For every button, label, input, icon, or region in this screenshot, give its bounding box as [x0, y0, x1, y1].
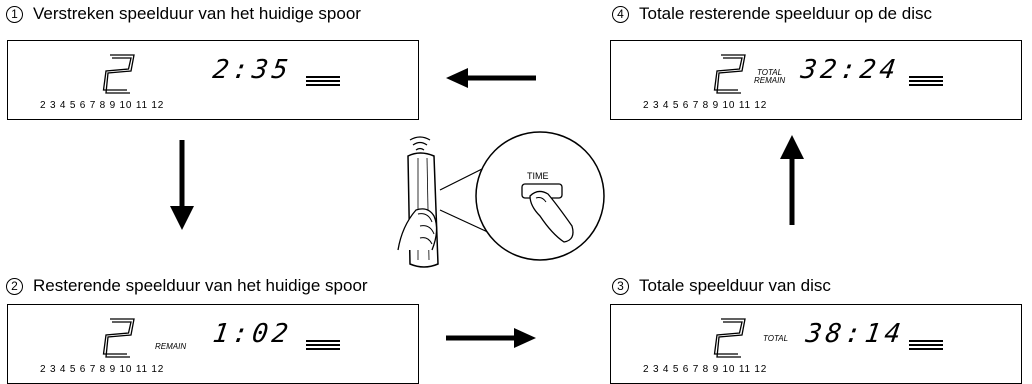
time-display: 2:35 [210, 55, 294, 85]
caption-text-4: Totale resterende speelduur op de disc [639, 4, 932, 23]
time-button-label: TIME [527, 171, 549, 181]
mode-indicator: TOTAL [763, 334, 789, 343]
track-number-display [713, 54, 746, 94]
display-panel-4: TOTAL REMAIN 32:24 2 3 4 5 6 7 8 9 10 11… [610, 40, 1022, 120]
caption-step-3: 3 Totale speelduur van disc [612, 276, 831, 296]
level-bars [306, 340, 340, 352]
remote-control-icon [397, 131, 605, 268]
track-number-display [102, 54, 135, 94]
track-list: 2 3 4 5 6 7 8 9 10 11 12 [643, 364, 768, 375]
step-number-4: 4 [612, 5, 629, 23]
level-bars [909, 340, 943, 352]
time-display: 38:14 [803, 319, 907, 349]
step-number-3: 3 [612, 277, 629, 295]
caption-text-2: Resterende speelduur van het huidige spo… [33, 276, 368, 295]
caption-step-4: 4 Totale resterende speelduur op de disc [612, 4, 932, 24]
display-panel-1: 2:35 2 3 4 5 6 7 8 9 10 11 12 [7, 40, 419, 120]
track-number-display [713, 318, 746, 358]
time-display: 1:02 [210, 319, 294, 349]
display-panel-2: REMAIN 1:02 2 3 4 5 6 7 8 9 10 11 12 [7, 304, 419, 384]
track-list: 2 3 4 5 6 7 8 9 10 11 12 [40, 100, 165, 111]
caption-step-2: 2 Resterende speelduur van het huidige s… [6, 276, 368, 296]
arrow-left-icon [446, 68, 536, 88]
step-number-1: 1 [6, 5, 23, 23]
time-display: 32:24 [798, 55, 902, 85]
mode-indicator: REMAIN [155, 342, 187, 351]
display-panel-3: TOTAL 38:14 2 3 4 5 6 7 8 9 10 11 12 [610, 304, 1022, 384]
level-bars [909, 76, 943, 88]
level-bars [306, 76, 340, 88]
mode-line-total: TOTAL [757, 68, 783, 77]
caption-text-3: Totale speelduur van disc [639, 276, 831, 295]
track-list: 2 3 4 5 6 7 8 9 10 11 12 [40, 364, 165, 375]
track-number-display [102, 318, 135, 358]
arrow-right-icon [446, 328, 536, 348]
caption-step-1: 1 Verstreken speelduur van het huidige s… [6, 4, 361, 24]
step-number-2: 2 [6, 277, 23, 295]
arrow-down-icon [170, 140, 194, 230]
arrow-up-icon [780, 135, 804, 225]
mode-indicator: TOTAL REMAIN [754, 69, 785, 85]
mode-line-remain: REMAIN [754, 76, 786, 85]
caption-text-1: Verstreken speelduur van het huidige spo… [33, 4, 361, 23]
track-list: 2 3 4 5 6 7 8 9 10 11 12 [643, 100, 768, 111]
